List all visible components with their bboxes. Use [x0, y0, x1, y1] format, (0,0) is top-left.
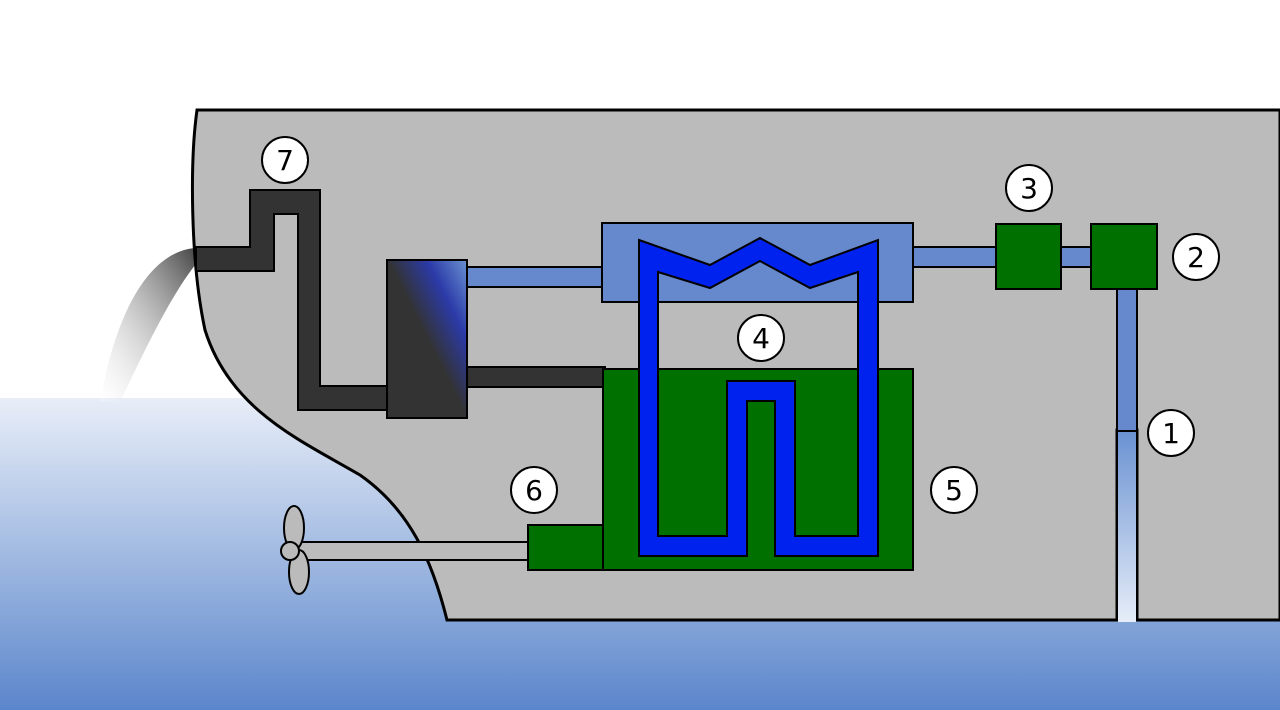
svg-text:1: 1: [1162, 417, 1180, 450]
svg-text:7: 7: [276, 144, 294, 177]
propeller-icon: [280, 505, 310, 595]
sea-intake-pipe-lower: [1118, 432, 1136, 622]
pipe-3-to-2: [1059, 246, 1093, 268]
callout-2: 2: [1172, 233, 1220, 281]
callout-4: 4: [737, 314, 785, 362]
callout-5: 5: [930, 466, 978, 514]
charge-air-pipe: [464, 266, 606, 288]
exhaust-smoke: [100, 248, 206, 402]
sea-intake-pipe-upper: [1116, 287, 1138, 432]
pipe-exchanger-to-3: [911, 246, 998, 268]
svg-text:4: 4: [752, 322, 770, 355]
engine-exhaust-pipe: [464, 366, 606, 388]
callout-1: 1: [1147, 409, 1195, 457]
gearbox: [527, 524, 605, 571]
sea-water-filter: [1090, 223, 1158, 290]
callout-3: 3: [1005, 164, 1053, 212]
propeller-shaft: [289, 541, 531, 561]
callout-7: 7: [261, 136, 309, 184]
svg-text:2: 2: [1187, 241, 1205, 274]
svg-text:3: 3: [1020, 172, 1038, 205]
sea-water-pump: [995, 223, 1062, 290]
svg-text:6: 6: [525, 474, 543, 507]
turbocharger: [386, 259, 468, 419]
svg-text:5: 5: [945, 474, 963, 507]
callout-6: 6: [510, 466, 558, 514]
coolant-loop: [638, 236, 879, 557]
